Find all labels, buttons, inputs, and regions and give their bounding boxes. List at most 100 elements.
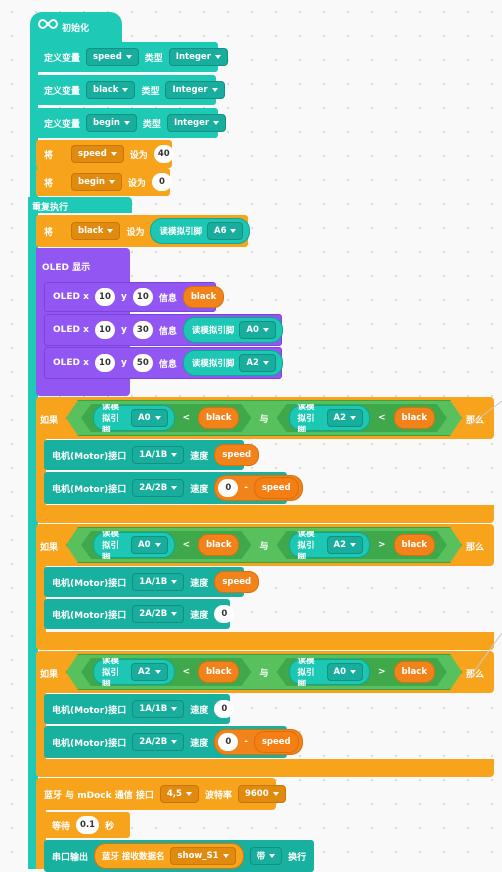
var-reporter[interactable]: black <box>394 407 435 429</box>
read-analog-pin[interactable]: 读模拟引脚 A2 <box>182 350 283 376</box>
recv-name-select[interactable]: show_S1 <box>170 847 236 865</box>
pin-select[interactable]: A2 <box>239 354 276 372</box>
var-select[interactable]: black <box>86 81 136 99</box>
var-reporter[interactable]: speed <box>214 571 260 593</box>
baud-select[interactable]: 9600 <box>237 785 286 803</box>
var-reporter[interactable]: black <box>182 286 225 308</box>
x-input[interactable]: 10 <box>94 321 115 339</box>
define-var-speed[interactable]: 定义变量 speed 类型 Integer <box>36 42 228 72</box>
port-select[interactable]: 1A/1B <box>132 573 185 591</box>
read-label: 读模拟引脚 <box>102 402 120 436</box>
and-condition[interactable]: 读模拟引脚 A0 < black 与 读模拟引脚 A2 < black <box>66 400 462 436</box>
wait-block[interactable]: 等待 0.1 秒 <box>44 812 130 838</box>
operator: > <box>378 540 386 550</box>
compare-left[interactable]: 读模拟引脚 A0 < black <box>81 531 251 559</box>
pin-select[interactable]: A0 <box>131 536 168 554</box>
read-analog-pin[interactable]: 读模拟引脚 A2 <box>289 405 371 431</box>
var-reporter[interactable]: black <box>198 534 239 556</box>
value-input[interactable]: 0 <box>151 173 172 191</box>
read-analog-pin[interactable]: 读模拟引脚 A2 <box>93 659 175 685</box>
bluetooth-recv-reporter[interactable]: 蓝牙 接收数据名 show_S1 <box>94 843 244 869</box>
var-reporter[interactable]: speed <box>253 731 299 753</box>
serial-print-block[interactable]: 串口输出 蓝牙 接收数据名 show_S1 带 换行 <box>44 840 314 872</box>
value-input[interactable]: 0 <box>218 479 239 497</box>
minus-label: - <box>244 483 248 493</box>
port-select[interactable]: 2A/2B <box>132 733 185 751</box>
var-select[interactable]: begin <box>71 173 122 191</box>
set-begin-block[interactable]: 将 begin 设为 0 <box>36 168 172 196</box>
read-analog-pin[interactable]: 读模拟引脚 A0 <box>93 532 175 558</box>
value-input[interactable]: 0 <box>214 700 235 718</box>
var-reporter[interactable]: black <box>198 407 239 429</box>
compare-left[interactable]: 读模拟引脚 A0 < black <box>81 404 251 432</box>
value-input[interactable]: 0 <box>214 605 235 623</box>
port-select[interactable]: 2A/2B <box>132 605 185 623</box>
wait-input[interactable]: 0.1 <box>76 816 100 834</box>
chevron-down-icon <box>171 612 178 616</box>
bluetooth-arm <box>36 808 46 869</box>
oled-line-2[interactable]: OLED x 10 y 30 信息 读模拟引脚 A0 <box>44 314 283 346</box>
and-condition[interactable]: 读模拟引脚 A0 < black 与 读模拟引脚 A2 > black <box>66 527 462 563</box>
pin-select[interactable]: A6 <box>206 222 244 240</box>
motor-label: 电机(Motor)接口 <box>52 738 127 749</box>
newline-select[interactable]: 带 <box>249 847 283 865</box>
compare-right[interactable]: 读模拟引脚 A2 < black <box>277 404 447 432</box>
port-select[interactable]: 1A/1B <box>132 700 185 718</box>
read-analog-pin[interactable]: 读模拟引脚 A2 <box>289 532 371 558</box>
compare-right[interactable]: 读模拟引脚 A0 > black <box>277 658 447 686</box>
type-select[interactable]: Integer <box>168 48 228 66</box>
pin-select[interactable]: A0 <box>327 663 364 681</box>
y-input[interactable]: 10 <box>132 288 153 306</box>
motor-block[interactable]: 电机(Motor)接口 1A/1B 速度 0 <box>44 694 235 724</box>
var-select[interactable]: speed <box>71 145 124 163</box>
var-reporter[interactable]: speed <box>253 477 299 499</box>
read-analog-pin[interactable]: 读模拟引脚 A6 <box>150 218 251 244</box>
type-select[interactable]: Integer <box>166 114 227 132</box>
motor-block[interactable]: 电机(Motor)接口 2A/2B 速度 0 <box>44 599 235 629</box>
oled-line-1[interactable]: OLED x 10 y 10 信息 black <box>44 282 225 312</box>
read-analog-pin[interactable]: 读模拟引脚 A0 <box>93 405 175 431</box>
y-input[interactable]: 50 <box>132 354 153 372</box>
motor-block[interactable]: 电机(Motor)接口 1A/1B 速度 speed <box>44 567 260 597</box>
define-var-black[interactable]: 定义变量 black 类型 Integer <box>36 75 225 105</box>
and-condition[interactable]: 读模拟引脚 A2 < black 与 读模拟引脚 A0 > black <box>66 654 462 690</box>
motor-block[interactable]: 电机(Motor)接口 1A/1B 速度 speed <box>44 440 260 470</box>
pin-select[interactable]: A0 <box>239 321 276 339</box>
y-input[interactable]: 30 <box>132 321 153 339</box>
motor-block[interactable]: 电机(Motor)接口 2A/2B 速度 0 - speed <box>44 726 303 758</box>
var-reporter[interactable]: black <box>394 534 435 556</box>
var-select[interactable]: speed <box>86 48 139 66</box>
port-select[interactable]: 4,5 <box>159 785 199 803</box>
compare-right[interactable]: 读模拟引脚 A2 > black <box>277 531 447 559</box>
var-select[interactable]: black <box>71 222 121 240</box>
var-reporter[interactable]: speed <box>214 444 260 466</box>
value-input[interactable]: 0 <box>218 733 239 751</box>
oled-label: OLED 显示 <box>42 263 91 273</box>
bluetooth-block[interactable] <box>36 778 276 810</box>
var-reporter[interactable]: black <box>394 661 435 683</box>
set-black-block[interactable]: 将 black 设为 读模拟引脚 A6 <box>36 215 251 247</box>
value-input[interactable]: 40 <box>153 145 174 163</box>
set-speed-block[interactable]: 将 speed 设为 40 <box>36 140 174 168</box>
pin-select[interactable]: A2 <box>131 663 168 681</box>
x-input[interactable]: 10 <box>94 354 115 372</box>
var-reporter[interactable]: black <box>198 661 239 683</box>
oled-line-3[interactable]: OLED x 10 y 50 信息 读模拟引脚 A2 <box>44 347 283 379</box>
define-var-begin[interactable]: 定义变量 begin 类型 Integer <box>36 108 227 138</box>
read-analog-pin[interactable]: 读模拟引脚 A0 <box>182 317 283 343</box>
bluetooth-row: 蓝牙 与 mDock 通信 接口 4,5 波特率 9600 <box>36 778 286 810</box>
compare-left[interactable]: 读模拟引脚 A2 < black <box>81 658 251 686</box>
minus-reporter[interactable]: 0 - speed <box>214 475 303 501</box>
port-select[interactable]: 2A/2B <box>132 479 185 497</box>
pin-select[interactable]: A2 <box>327 536 364 554</box>
loop-header[interactable] <box>28 197 132 213</box>
type-select[interactable]: Integer <box>165 81 225 99</box>
port-select[interactable]: 1A/1B <box>132 446 185 464</box>
read-analog-pin[interactable]: 读模拟引脚 A0 <box>289 659 371 685</box>
motor-block[interactable]: 电机(Motor)接口 2A/2B 速度 0 - speed <box>44 472 303 504</box>
minus-reporter[interactable]: 0 - speed <box>214 729 303 755</box>
x-input[interactable]: 10 <box>94 288 115 306</box>
pin-select[interactable]: A0 <box>131 409 168 427</box>
pin-select[interactable]: A2 <box>327 409 364 427</box>
var-select[interactable]: begin <box>86 114 137 132</box>
